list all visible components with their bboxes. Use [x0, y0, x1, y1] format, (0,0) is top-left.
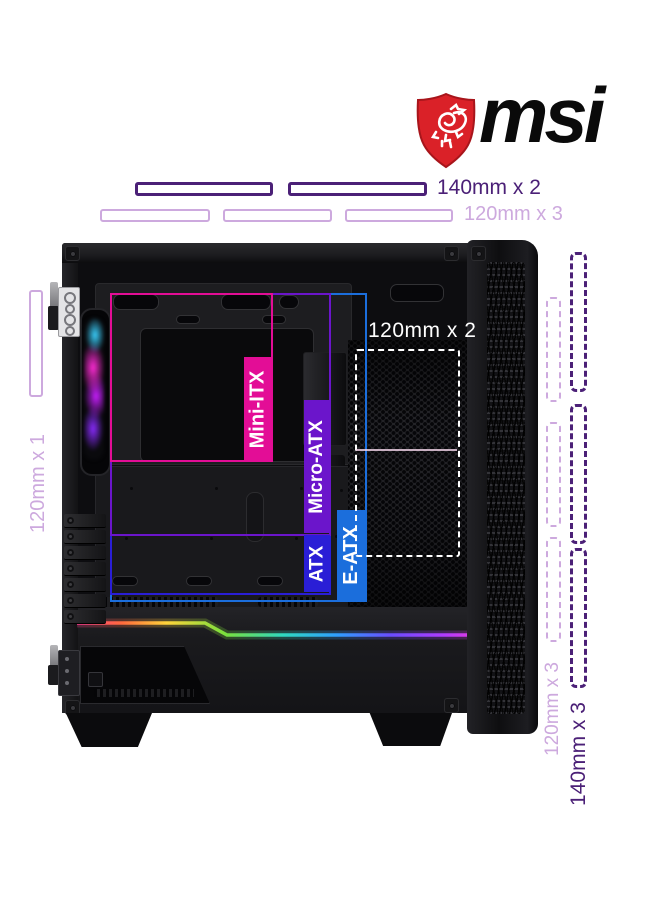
cable-grommet-top-3 — [279, 295, 299, 309]
rear-fan-rail-connector — [58, 287, 80, 337]
front-fan-slot-120-2 — [546, 422, 561, 527]
bottom-screw-left — [65, 700, 80, 715]
pci-slot-cover — [64, 594, 106, 608]
pci-slot-cover — [64, 514, 106, 528]
tray-slot-bottom-3 — [257, 576, 283, 586]
tray-slot-small-2 — [262, 315, 286, 324]
standoff-holes — [130, 487, 133, 490]
rear-bottom-connector — [58, 650, 80, 696]
front-screw-top — [471, 246, 486, 261]
front-fan-slot-140-2 — [570, 404, 587, 544]
top-fan-slot-140-2 — [288, 182, 427, 196]
bottom-screw-right — [444, 698, 459, 713]
tray-slot-bottom-1 — [112, 576, 138, 586]
rear-pin-top — [50, 282, 58, 310]
top-screw-right — [444, 246, 459, 261]
tray-slot-small-1 — [176, 315, 200, 324]
rear-pin-bottom-base — [48, 665, 59, 685]
case-top-frame — [62, 243, 486, 263]
pci-slot-cover — [64, 546, 106, 560]
rear-fan-label: 120mm x 1 — [26, 433, 49, 533]
top-fan-slot-140-1 — [135, 182, 273, 196]
cpu-cutout — [140, 328, 314, 462]
top-screw-left — [65, 246, 80, 261]
psu-connector — [88, 672, 103, 687]
front-fan-slot-120-3 — [546, 537, 561, 642]
front-fan-mesh-shading — [348, 340, 470, 608]
top-fan-label-120: 120mm x 3 — [464, 203, 563, 225]
pci-slot-cover — [64, 578, 106, 592]
msi-shield-icon — [416, 92, 476, 169]
front-fan-label-140: 140mm x 3 — [567, 702, 590, 806]
msi-wordmark: msi — [479, 71, 605, 159]
rgb-led-strip — [77, 618, 525, 640]
tray-bracket — [246, 492, 264, 542]
pci-slot-cover — [64, 610, 106, 624]
top-fan-slot-120-1 — [100, 209, 210, 222]
mb-tag-atx: ATX — [304, 535, 330, 592]
pci-slot-cover — [64, 530, 106, 544]
top-fan-label-140: 140mm x 2 — [437, 176, 541, 199]
rear-pin-top-base — [48, 306, 59, 330]
front-fan-slot-140-1 — [570, 252, 587, 392]
internal-fan-divider — [356, 449, 457, 451]
case-foot-right — [369, 713, 452, 746]
top-fan-slot-120-2 — [223, 209, 332, 222]
msi-logo: msi — [413, 76, 653, 170]
psu-floor-mesh — [94, 689, 194, 697]
front-vent-grille — [487, 262, 525, 714]
pci-slot-covers — [64, 514, 106, 624]
shroud-vent-1 — [92, 597, 218, 607]
pci-slot-cover — [64, 562, 106, 576]
mb-outline-miniitx — [110, 293, 273, 462]
cable-grommet-top-right — [390, 284, 444, 302]
tray-slot-bottom-2 — [186, 576, 212, 586]
rear-rgb-fan — [84, 318, 104, 460]
mb-tag-miniitx: Mini-ITX — [244, 357, 272, 461]
front-fan-slot-140-3 — [570, 548, 587, 688]
mb-tag-microatx: Micro-ATX — [304, 400, 330, 533]
top-fan-slot-120-3 — [345, 209, 453, 222]
rear-pin-bottom — [50, 645, 58, 669]
case-foot-left — [65, 713, 152, 747]
front-fan-slot-120-1 — [546, 297, 561, 402]
internal-fan-label: 120mm x 2 — [368, 319, 477, 342]
internal-fan-zone — [355, 349, 460, 557]
rear-fan-slot-120 — [29, 290, 43, 397]
shroud-vent-2 — [258, 597, 318, 607]
